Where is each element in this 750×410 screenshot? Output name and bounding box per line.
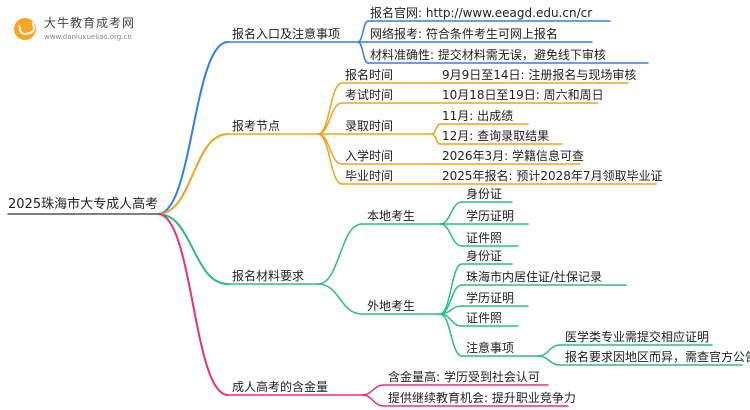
leaf-medical-proof: 医学类专业需提交相应证明 [565, 330, 710, 344]
leaf-local-photo: 证件照 [466, 231, 503, 245]
graduation-cap-icon [11, 15, 39, 43]
leaf-registration-site: 报名官网: http://www.eeagd.edu.cn/cr [370, 6, 593, 20]
leaf-nonlocal-education-proof: 学历证明 [466, 291, 515, 305]
leaf-value-recognition: 含金量高: 学历受到社会认可 [388, 370, 540, 384]
connector-value-continuing [361, 394, 385, 407]
node-exam-time: 考试时间 [345, 88, 394, 102]
node-enroll-time: 入学时间 [345, 149, 394, 163]
node-admission-time: 录取时间 [345, 119, 394, 133]
leaf-local-id-card: 身份证 [466, 187, 503, 201]
leaf-material-accuracy: 材料准确性: 提交材料需无误，避免线下审核 [370, 48, 606, 62]
connector-timeline-node-1 [317, 102, 343, 135]
connector-admission-query [431, 133, 441, 145]
node-nonlocal-candidates: 外地考生 [367, 299, 416, 313]
connector-root-materials [157, 213, 229, 285]
node-local-candidates: 本地考生 [367, 209, 416, 223]
leaf-nonlocal-residence: 珠海市内居住证/社保记录 [466, 270, 603, 284]
logo-title: 大牛教育成考网 [44, 16, 136, 30]
leaf-register-time: 9月9日至14日: 注册报名与现场审核 [442, 68, 637, 82]
connector-timeline-node-4 [317, 133, 343, 185]
leaf-exam-time: 10月18日至19日: 周六和周日 [442, 88, 604, 102]
branch-value: 成人高考的含金量 [232, 380, 329, 394]
leaf-local-education-proof: 学历证明 [466, 209, 515, 223]
leaf-online-apply: 网络报考: 符合条件考生可网上报名 [370, 27, 558, 41]
connector-registration-leaf-0 [357, 20, 369, 43]
leaf-graduation-time: 2025年报名: 预计2028年7月领取毕业证 [442, 169, 663, 183]
leaf-score-release: 11月: 出成绩 [442, 109, 514, 123]
leaf-admission-query: 12月: 查询录取结果 [442, 129, 550, 143]
leaf-nonlocal-id-card: 身份证 [466, 249, 503, 263]
connector-registration-leaf-2 [357, 41, 369, 64]
node-register-time: 报名时间 [345, 68, 394, 82]
connector-notes-medical [537, 344, 561, 357]
connector-root-registration [157, 41, 229, 215]
connector-root-value [157, 213, 229, 396]
branch-timeline: 报考节点 [232, 119, 281, 133]
leaf-nonlocal-photo: 证件照 [466, 311, 503, 325]
connector-local-leaf-2 [439, 223, 463, 247]
node-graduation-time: 毕业时间 [345, 169, 394, 183]
site-logo: 大牛教育成考网 www.daniuxueliao.org.cn [8, 14, 148, 48]
connector-root-timeline [157, 133, 229, 215]
node-notes: 注意事项 [466, 341, 515, 355]
connector-nonlocal-leaf-4 [439, 313, 463, 357]
leaf-enroll-time: 2026年3月: 学籍信息可查 [442, 149, 585, 163]
connector-materials-nonlocal [317, 283, 363, 315]
leaf-regional-requirements: 报名要求因地区而异，需查官方公告 [565, 350, 750, 364]
connector-local-leaf-0 [439, 201, 463, 225]
root-topic: 2025珠海市大专成人高考 [8, 197, 159, 212]
branch-registration: 报名入口及注意事项 [232, 27, 341, 41]
branch-materials: 报名材料要求 [232, 269, 305, 283]
logo-subtitle: www.daniuxueliao.org.cn [44, 33, 132, 41]
connector-notes-regional [537, 355, 561, 366]
connector-value-recognition [361, 384, 385, 396]
connector-admission-score [431, 123, 441, 135]
connector-materials-local [317, 223, 363, 285]
leaf-value-continuing-education: 提供继续教育机会: 提升职业竞争力 [388, 391, 576, 405]
connector-timeline-node-0 [317, 82, 343, 135]
